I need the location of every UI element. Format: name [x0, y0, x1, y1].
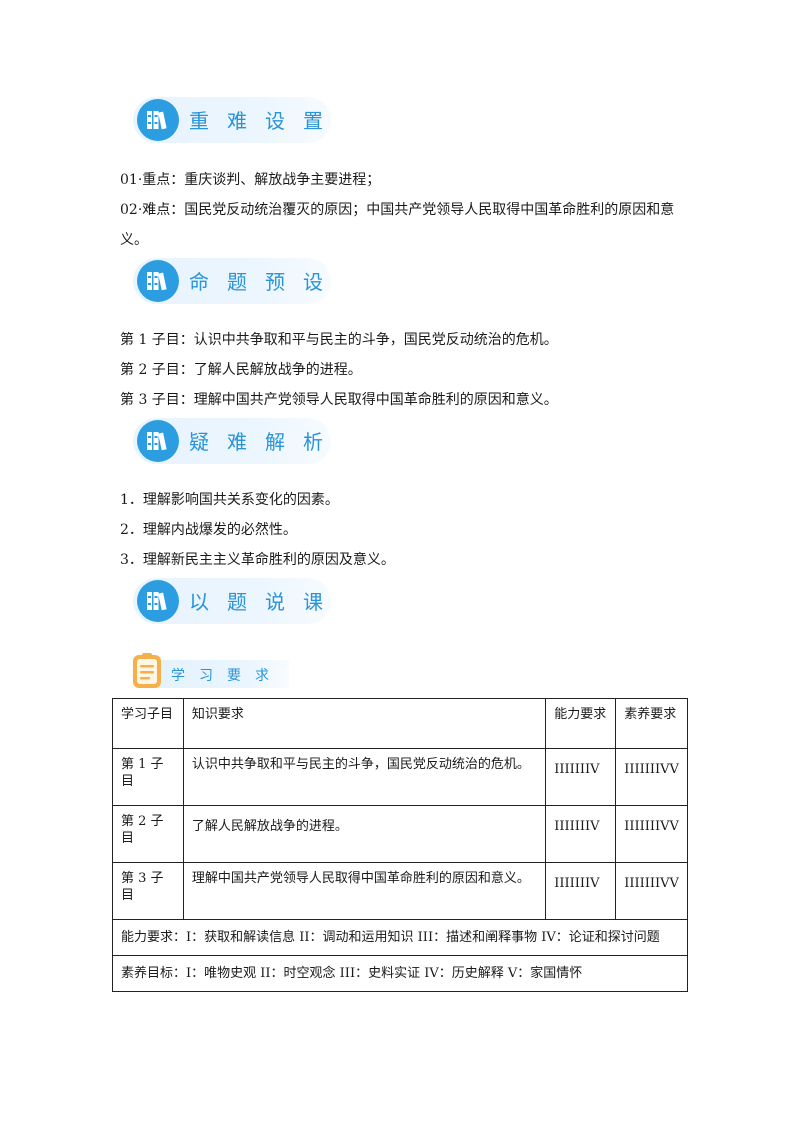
section-banner-lesson: 以题说课 [133, 578, 331, 624]
cell-topic: 第 2 子目 [112, 805, 184, 863]
study-requirements-title: 学习要求 [171, 668, 283, 684]
requirements-table: 学习子目 知识要求 能力要求 素养要求 第 1 子目 认识中共争取和平与民主的斗… [112, 698, 688, 992]
key-point-line: 01·重点：重庆谈判、解放战争主要进程； [120, 172, 381, 188]
cell-knowledge: 认识中共争取和平与民主的斗争，国民党反动统治的危机。 [182, 748, 547, 806]
section-banner-analysis: 疑难解析 [133, 418, 331, 464]
difficult-point-line: 02·难点：国民党反动统治覆灭的原因；中国共产党领导人民取得中国革命胜利的原因和… [120, 202, 675, 218]
section-banner-key-difficult: 重难设置 [133, 97, 331, 143]
books-icon [137, 580, 179, 622]
cell-literacy: IIIIIIIVV [615, 805, 688, 863]
books-icon [137, 260, 179, 302]
section-title: 以题说课 [189, 590, 341, 614]
ability-note: 能力要求：I：获取和解读信息 II：调动和运用知识 III：描述和阐释事物 IV… [112, 919, 688, 956]
cell-literacy: IIIIIIIVV [615, 748, 688, 806]
cell-knowledge: 理解中国共产党领导人民取得中国革命胜利的原因和意义。 [182, 862, 547, 920]
analysis-item: 1．理解影响国共关系变化的因素。 [120, 492, 339, 508]
section-title: 疑难解析 [189, 430, 341, 454]
section-title: 重难设置 [189, 109, 341, 133]
cell-topic: 第 1 子目 [112, 748, 184, 806]
section-title: 命题预设 [189, 270, 341, 294]
study-requirements-banner: 学习要求 [131, 652, 289, 692]
topic-line: 第 1 子目：认识中共争取和平与民主的斗争，国民党反动统治的危机。 [120, 332, 558, 348]
table-row: 第 3 子目 理解中国共产党领导人民取得中国革命胜利的原因和意义。 IIIIII… [112, 862, 688, 920]
banner-bar [149, 660, 289, 688]
header-ability: 能力要求 [545, 698, 617, 749]
section-banner-presets: 命题预设 [133, 258, 331, 304]
table-row: 第 2 子目 了解人民解放战争的进程。 IIIIIIIV IIIIIIIVV [112, 805, 688, 863]
header-literacy: 素养要求 [615, 698, 688, 749]
literacy-note: 素养目标：I：唯物史观 II：时空观念 III：史料实证 IV：历史解释 V：家… [112, 955, 688, 992]
cell-topic: 第 3 子目 [112, 862, 184, 920]
books-icon [137, 99, 179, 141]
cell-literacy: IIIIIIIVV [615, 862, 688, 920]
difficult-point-line-cont: 义。 [120, 232, 148, 248]
cell-ability: IIIIIIIV [545, 805, 617, 863]
literacy-note-row: 素养目标：I：唯物史观 II：时空观念 III：史料实证 IV：历史解释 V：家… [112, 955, 688, 992]
books-icon [137, 420, 179, 462]
header-topic: 学习子目 [112, 698, 184, 749]
clipboard-icon [131, 652, 163, 690]
topic-line: 第 3 子目：理解中国共产党领导人民取得中国革命胜利的原因和意义。 [120, 392, 558, 408]
cell-knowledge: 了解人民解放战争的进程。 [182, 805, 547, 863]
table-row: 第 1 子目 认识中共争取和平与民主的斗争，国民党反动统治的危机。 IIIIII… [112, 748, 688, 806]
cell-ability: IIIIIIIV [545, 748, 617, 806]
cell-ability: IIIIIIIV [545, 862, 617, 920]
analysis-item: 3．理解新民主主义革命胜利的原因及意义。 [120, 552, 395, 568]
header-knowledge: 知识要求 [182, 698, 547, 749]
table-header-row: 学习子目 知识要求 能力要求 素养要求 [112, 698, 688, 749]
ability-note-row: 能力要求：I：获取和解读信息 II：调动和运用知识 III：描述和阐释事物 IV… [112, 919, 688, 956]
analysis-item: 2．理解内战爆发的必然性。 [120, 522, 297, 538]
topic-line: 第 2 子目：了解人民解放战争的进程。 [120, 362, 362, 378]
